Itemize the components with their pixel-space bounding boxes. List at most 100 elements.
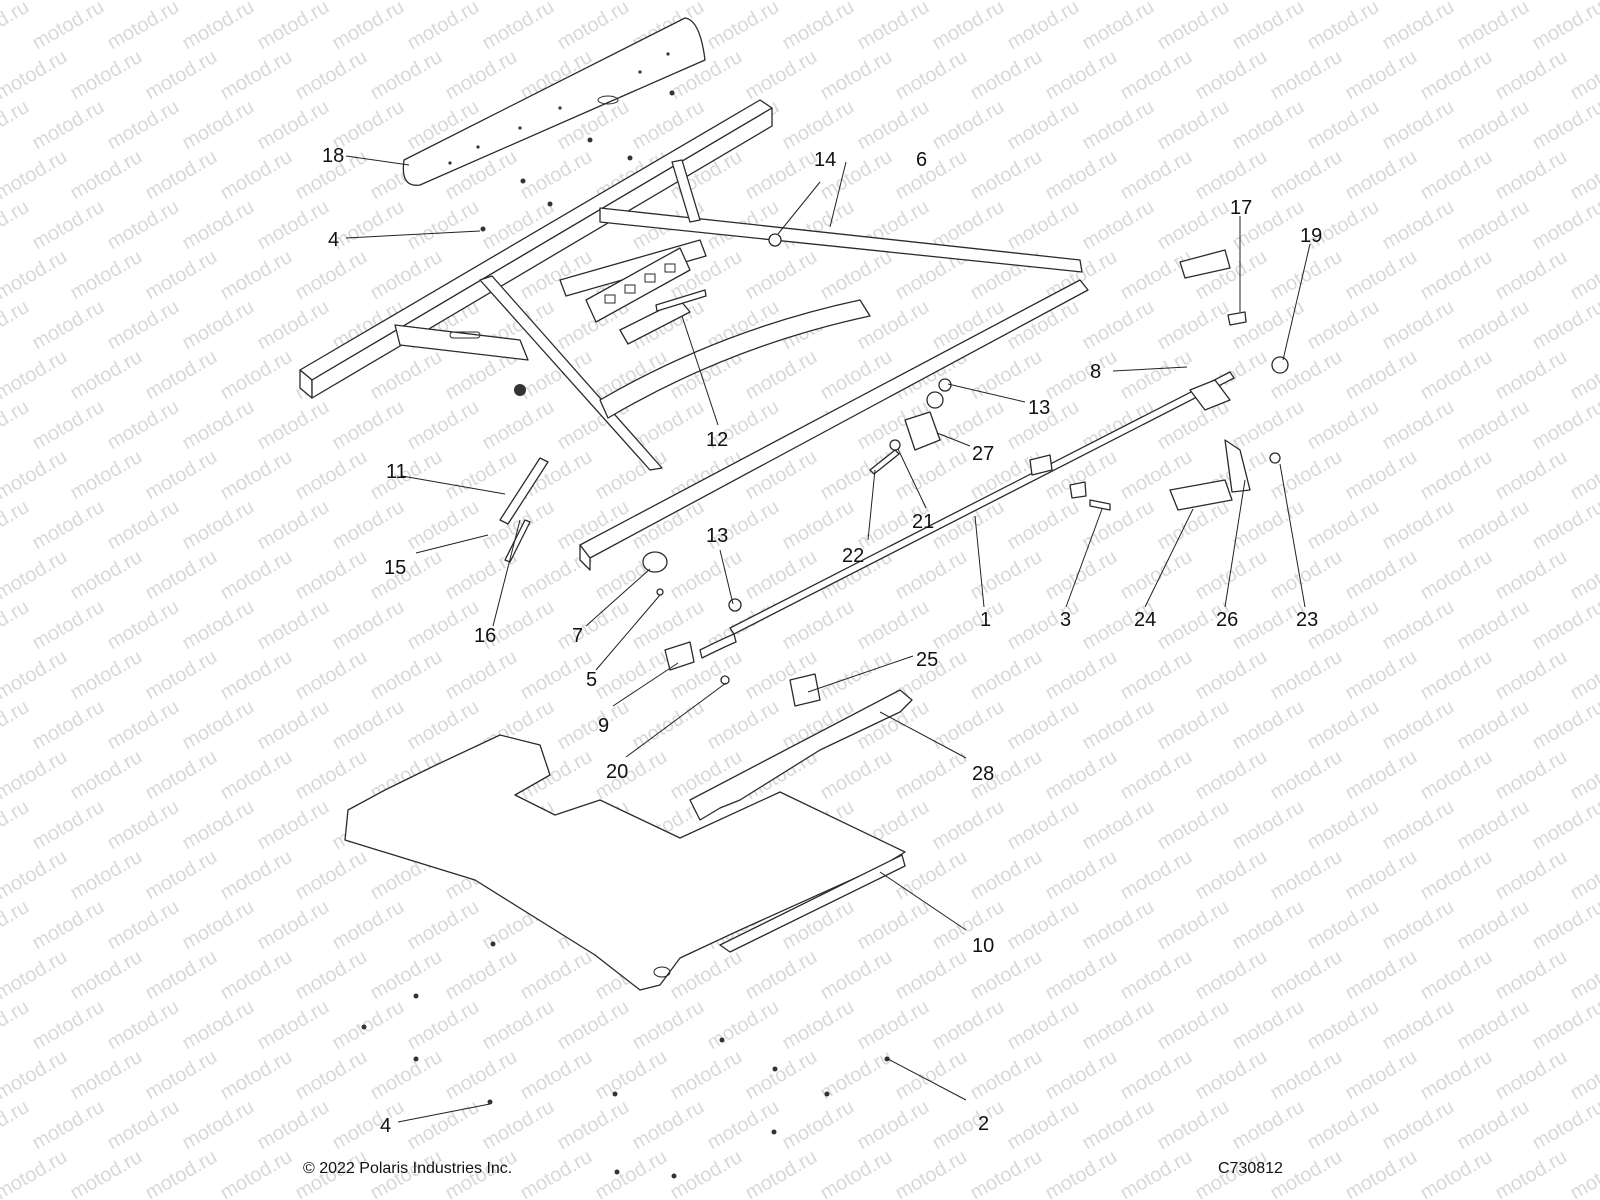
watermark-text: motod.ru	[479, 0, 558, 54]
watermark-text: motod.ru	[967, 846, 1046, 905]
watermark-text: motod.ru	[1417, 646, 1496, 705]
watermark-text: motod.ru	[1079, 296, 1158, 355]
watermark-text: motod.ru	[742, 1046, 821, 1105]
watermark-text: motod.ru	[554, 1096, 633, 1155]
watermark-text: motod.ru	[1417, 346, 1496, 405]
watermark-text: motod.ru	[404, 396, 483, 455]
watermark-text: motod.ru	[1492, 446, 1571, 505]
watermark-text: motod.ru	[1567, 946, 1600, 1005]
watermark-text: motod.ru	[817, 0, 896, 4]
callout-27: 27	[972, 443, 994, 465]
watermark-text: motod.ru	[1004, 96, 1083, 155]
callout-23: 23	[1296, 609, 1318, 631]
watermark-text: motod.ru	[629, 996, 708, 1055]
watermark-text: motod.ru	[1304, 0, 1383, 54]
watermark-text: motod.ru	[1379, 296, 1458, 355]
watermark-text: motod.ru	[1304, 996, 1383, 1055]
watermark-text: motod.ru	[1154, 1096, 1233, 1155]
watermark-text: motod.ru	[967, 0, 1046, 4]
callout-6: 6	[916, 149, 927, 171]
watermark-text: motod.ru	[1229, 696, 1308, 755]
watermark-text: motod.ru	[1492, 746, 1571, 805]
watermark-text: motod.ru	[142, 946, 221, 1005]
callout-12: 12	[706, 429, 728, 451]
watermark-text: motod.ru	[1192, 0, 1271, 4]
watermark-text: motod.ru	[29, 596, 108, 655]
watermark-text: motod.ru	[1004, 896, 1083, 955]
watermark-text: motod.ru	[517, 946, 596, 1005]
watermark-text: motod.ru	[1567, 646, 1600, 705]
watermark-text: motod.ru	[1454, 396, 1533, 455]
watermark-text: motod.ru	[104, 96, 183, 155]
watermark-text: motod.ru	[179, 1096, 258, 1155]
watermark-text: motod.ru	[67, 846, 146, 905]
watermark-text: motod.ru	[217, 546, 296, 605]
watermark-text: motod.ru	[29, 896, 108, 955]
watermark-text: motod.ru	[404, 596, 483, 655]
watermark-text: motod.ru	[442, 46, 521, 105]
watermark-text: motod.ru	[367, 1046, 446, 1105]
watermark-text: motod.ru	[292, 0, 371, 4]
watermark-text: motod.ru	[629, 1196, 708, 1200]
watermark-text: motod.ru	[1192, 746, 1271, 805]
watermark-text: motod.ru	[1004, 1096, 1083, 1155]
watermark-text: motod.ru	[929, 796, 1008, 855]
watermark-text: motod.ru	[892, 546, 971, 605]
watermark-text: motod.ru	[1567, 746, 1600, 805]
watermark-text: motod.ru	[1492, 846, 1571, 905]
watermark-text: motod.ru	[1417, 146, 1496, 205]
watermark-text: motod.ru	[1417, 0, 1496, 4]
watermark-text: motod.ru	[217, 46, 296, 105]
watermark-text: motod.ru	[29, 696, 108, 755]
watermark-text: motod.ru	[1192, 1046, 1271, 1105]
callouts: 18 4 14 6 17 19 8 13 12 27 11 15 16 7 5 …	[322, 145, 1322, 1137]
watermark-text: motod.ru	[104, 396, 183, 455]
watermark-text: motod.ru	[817, 1146, 896, 1200]
watermark-text: motod.ru	[1042, 746, 1121, 805]
watermark-text: motod.ru	[704, 996, 783, 1055]
watermark-text: motod.ru	[1267, 246, 1346, 305]
watermark-text: motod.ru	[1267, 146, 1346, 205]
watermark-text: motod.ru	[817, 46, 896, 105]
callout-10: 10	[972, 935, 994, 957]
watermark-text: motod.ru	[479, 1096, 558, 1155]
watermark-text: motod.ru	[254, 96, 333, 155]
watermark-text: motod.ru	[404, 896, 483, 955]
callout-4-top: 4	[328, 229, 339, 251]
watermark-text: motod.ru	[1079, 996, 1158, 1055]
watermark-text: motod.ru	[1192, 246, 1271, 305]
watermark-text: motod.ru	[1529, 0, 1600, 54]
callout-8: 8	[1090, 361, 1101, 383]
watermark-text: motod.ru	[329, 0, 408, 54]
watermark-text: motod.ru	[442, 0, 521, 4]
watermark-text: motod.ru	[1267, 0, 1346, 4]
watermark-text: motod.ru	[179, 896, 258, 955]
watermark-text: motod.ru	[1492, 146, 1571, 205]
watermark-text: motod.ru	[1454, 796, 1533, 855]
watermark-text: motod.ru	[217, 1146, 296, 1200]
watermark-text: motod.ru	[104, 696, 183, 755]
watermark-text: motod.ru	[1229, 1196, 1308, 1200]
watermark-text: motod.ru	[704, 1096, 783, 1155]
watermark-text: motod.ru	[592, 1146, 671, 1200]
watermark-text: motod.ru	[404, 196, 483, 255]
callout-28: 28	[972, 763, 994, 785]
watermark-text: motod.ru	[1229, 396, 1308, 455]
watermark-text: motod.ru	[29, 296, 108, 355]
part-18-top-plate	[402, 17, 706, 186]
watermark-text: motod.ru	[1454, 896, 1533, 955]
watermark-text: motod.ru	[0, 896, 33, 955]
watermark-text: motod.ru	[1004, 0, 1083, 54]
watermark-text: motod.ru	[1567, 546, 1600, 605]
part-1-rod	[699, 371, 1235, 659]
watermark-text: motod.ru	[779, 1196, 858, 1200]
watermark-text: motod.ru	[142, 646, 221, 705]
watermark-text: motod.ru	[29, 1096, 108, 1155]
watermark-text: motod.ru	[0, 696, 33, 755]
watermark-text: motod.ru	[1454, 696, 1533, 755]
watermark-text: motod.ru	[1417, 946, 1496, 1005]
watermark-text: motod.ru	[592, 746, 671, 805]
watermark-text: motod.ru	[292, 946, 371, 1005]
watermark-text: motod.ru	[142, 1146, 221, 1200]
watermark-text: motod.ru	[329, 696, 408, 755]
